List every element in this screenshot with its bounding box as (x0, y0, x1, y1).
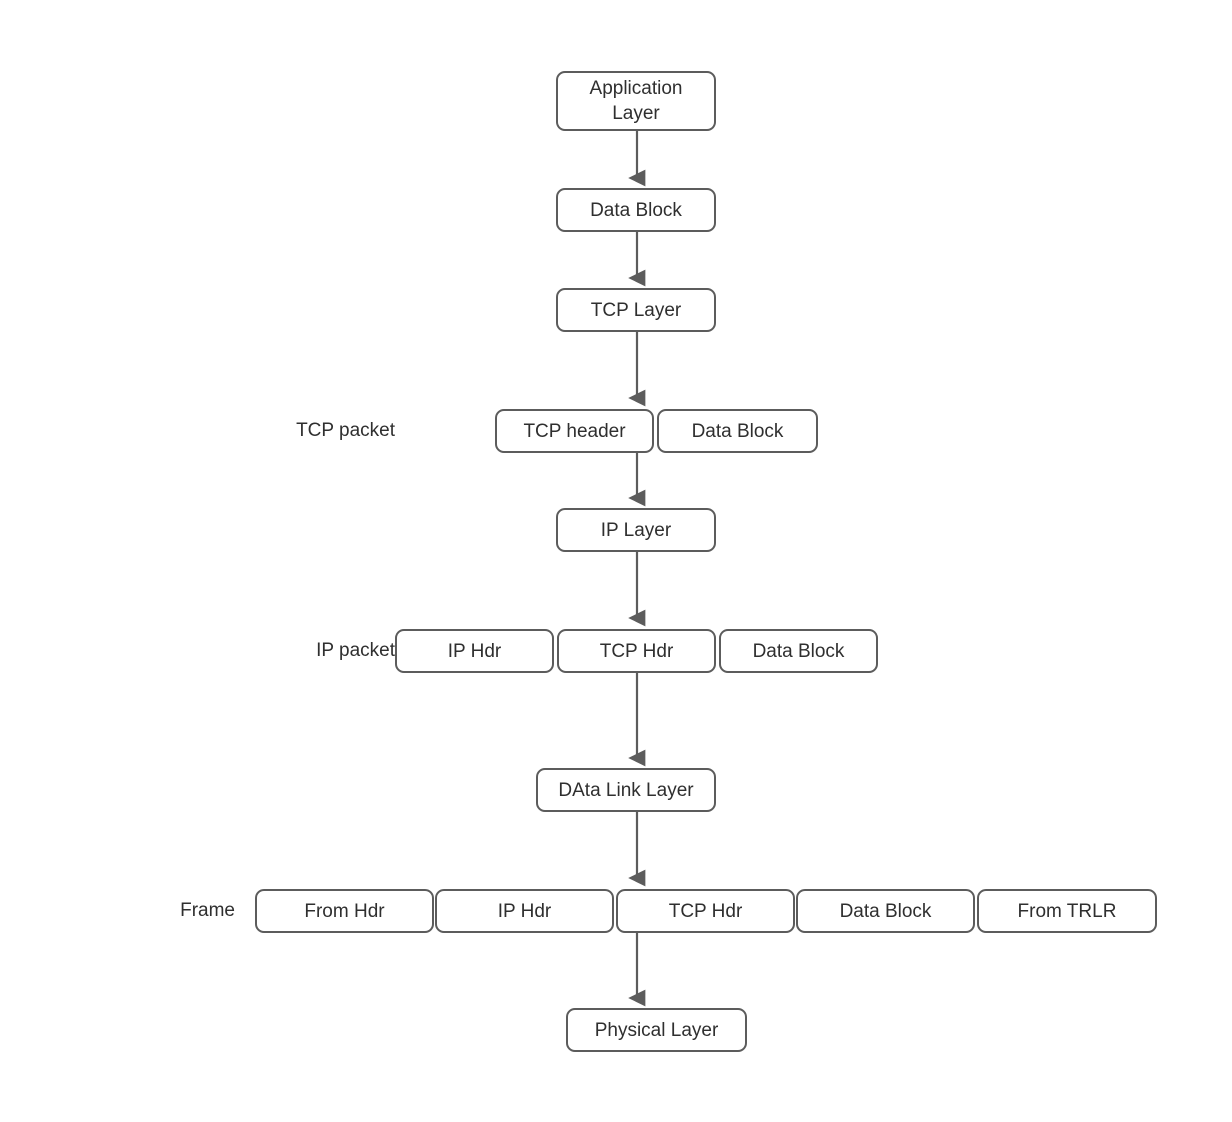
node-frame-tcp-hdr-label: TCP Hdr (668, 900, 743, 922)
side-label-ip-packet-text: IP packet (316, 640, 395, 661)
node-data-link-layer-label: DAta Link Layer (558, 779, 694, 801)
node-tcp-layer-label: TCP Layer (590, 299, 682, 321)
node-frame-tcp-hdr[interactable]: TCP Hdr (616, 889, 795, 933)
node-tcp-layer[interactable]: TCP Layer (556, 288, 716, 332)
node-application-layer[interactable]: Application Layer (556, 71, 716, 131)
node-tcp-packet-data-block-label: Data Block (691, 420, 784, 442)
node-tcp-packet-header-label: TCP header (523, 420, 626, 442)
side-label-frame: Frame (85, 898, 235, 923)
node-data-link-layer[interactable]: DAta Link Layer (536, 768, 716, 812)
side-label-tcp-packet: TCP packet (215, 418, 395, 443)
node-frame-ip-hdr[interactable]: IP Hdr (435, 889, 614, 933)
node-physical-layer-label: Physical Layer (594, 1019, 719, 1041)
side-label-frame-text: Frame (180, 900, 235, 921)
node-ip-layer[interactable]: IP Layer (556, 508, 716, 552)
side-label-ip-packet: IP packet (215, 638, 395, 663)
node-application-layer-label: Application Layer (589, 78, 683, 124)
node-ip-packet-tcp-hdr[interactable]: TCP Hdr (557, 629, 716, 673)
node-tcp-packet-header[interactable]: TCP header (495, 409, 654, 453)
node-frame-data-block[interactable]: Data Block (796, 889, 975, 933)
node-frame-from-trlr[interactable]: From TRLR (977, 889, 1157, 933)
node-ip-packet-tcp-hdr-label: TCP Hdr (599, 640, 674, 662)
node-ip-packet-ip-hdr-label: IP Hdr (447, 640, 502, 662)
node-frame-from-hdr[interactable]: From Hdr (255, 889, 434, 933)
node-ip-packet-ip-hdr[interactable]: IP Hdr (395, 629, 554, 673)
node-data-block[interactable]: Data Block (556, 188, 716, 232)
node-frame-data-block-label: Data Block (839, 900, 932, 922)
side-label-tcp-packet-text: TCP packet (296, 420, 395, 441)
node-data-block-label: Data Block (590, 199, 682, 221)
node-ip-packet-data-block[interactable]: Data Block (719, 629, 878, 673)
node-frame-from-trlr-label: From TRLR (1017, 900, 1117, 922)
node-ip-packet-data-block-label: Data Block (752, 640, 845, 662)
node-physical-layer[interactable]: Physical Layer (566, 1008, 747, 1052)
node-frame-ip-hdr-label: IP Hdr (497, 900, 552, 922)
node-frame-from-hdr-label: From Hdr (304, 900, 385, 922)
node-tcp-packet-data-block[interactable]: Data Block (657, 409, 818, 453)
node-ip-layer-label: IP Layer (600, 519, 672, 541)
